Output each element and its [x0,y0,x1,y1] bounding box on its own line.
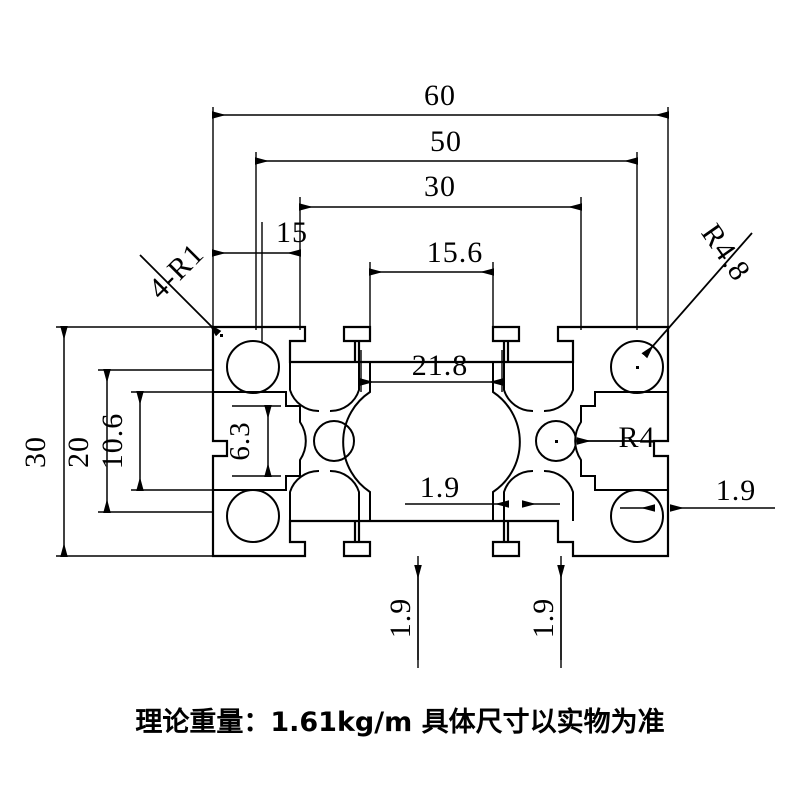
dim-label-15-6: 15.6 [427,236,484,269]
center-mark-bore-small-right [555,440,558,443]
dim-label-20: 20 [62,436,95,468]
center-mark-corner-left [220,334,223,337]
bore-small-left [313,420,355,462]
central-bore [342,362,521,522]
theoretical-weight-note: 理论重量：1.61kg/m 具体尺寸以实物为准 [135,707,665,738]
web-arc-left-lower [289,469,320,521]
dim-1-9-right-group: 1.9 [620,474,775,512]
dim-label-21-8: 21.8 [412,349,469,382]
dim-21-8-group: 21.8 [360,349,503,392]
dim-1-9-bottom-left-group: 1.9 [384,556,422,668]
center-mark-bore-top-right [636,366,639,369]
dim-label-1-9-bottom-left: 1.9 [384,598,417,639]
web-arc-midright-lower [503,469,534,521]
web-arc-midleft-lower [329,469,360,521]
dim-1-9-bottom-right-group: 1.9 [527,556,565,668]
leader-line-4-r1 [139,254,222,337]
web-arc-midleft-upper [329,362,360,413]
left-dimension-stack: 30 20 10.6 6.3 [19,326,281,557]
inner-void-right [574,391,668,491]
web-arc-right-lower [543,469,574,521]
profile-geometry [211,325,670,558]
dim-label-r4-8: R4.8 [695,218,757,287]
top-dimension-stack: 60 50 30 15 15.6 [212,79,669,343]
leader-line-r4-8 [641,232,753,359]
dim-label-15: 15 [276,216,308,249]
dim-label-1-9-right: 1.9 [716,474,757,507]
dim-label-4-r1: 4-R1 [142,237,211,306]
dim-label-50: 50 [430,125,462,158]
dim-label-r4: R4 [618,421,655,454]
dim-label-30-height: 30 [19,436,52,468]
leader-r4-8: R4.8 [641,218,757,359]
leader-r4: R4 [577,421,663,454]
bore-top-left [226,340,280,394]
leader-4-r1: 4-R1 [139,237,222,337]
dim-1-9-center-group: 1.9 [405,471,560,508]
bore-bottom-left [226,489,280,543]
dim-label-30-width: 30 [424,170,456,203]
dim-label-6-3: 6.3 [224,421,256,460]
web-arc-right-upper [543,362,574,413]
inner-void-left-top [213,391,307,491]
dim-label-10-6: 10.6 [96,413,129,470]
web-arc-left-upper [289,362,320,413]
web-arc-midright-upper [503,362,534,413]
dim-label-1-9-bottom-right: 1.9 [527,598,560,639]
dim-label-60: 60 [424,79,456,112]
bore-bottom-right [610,489,664,543]
dim-label-1-9-center: 1.9 [420,471,461,504]
